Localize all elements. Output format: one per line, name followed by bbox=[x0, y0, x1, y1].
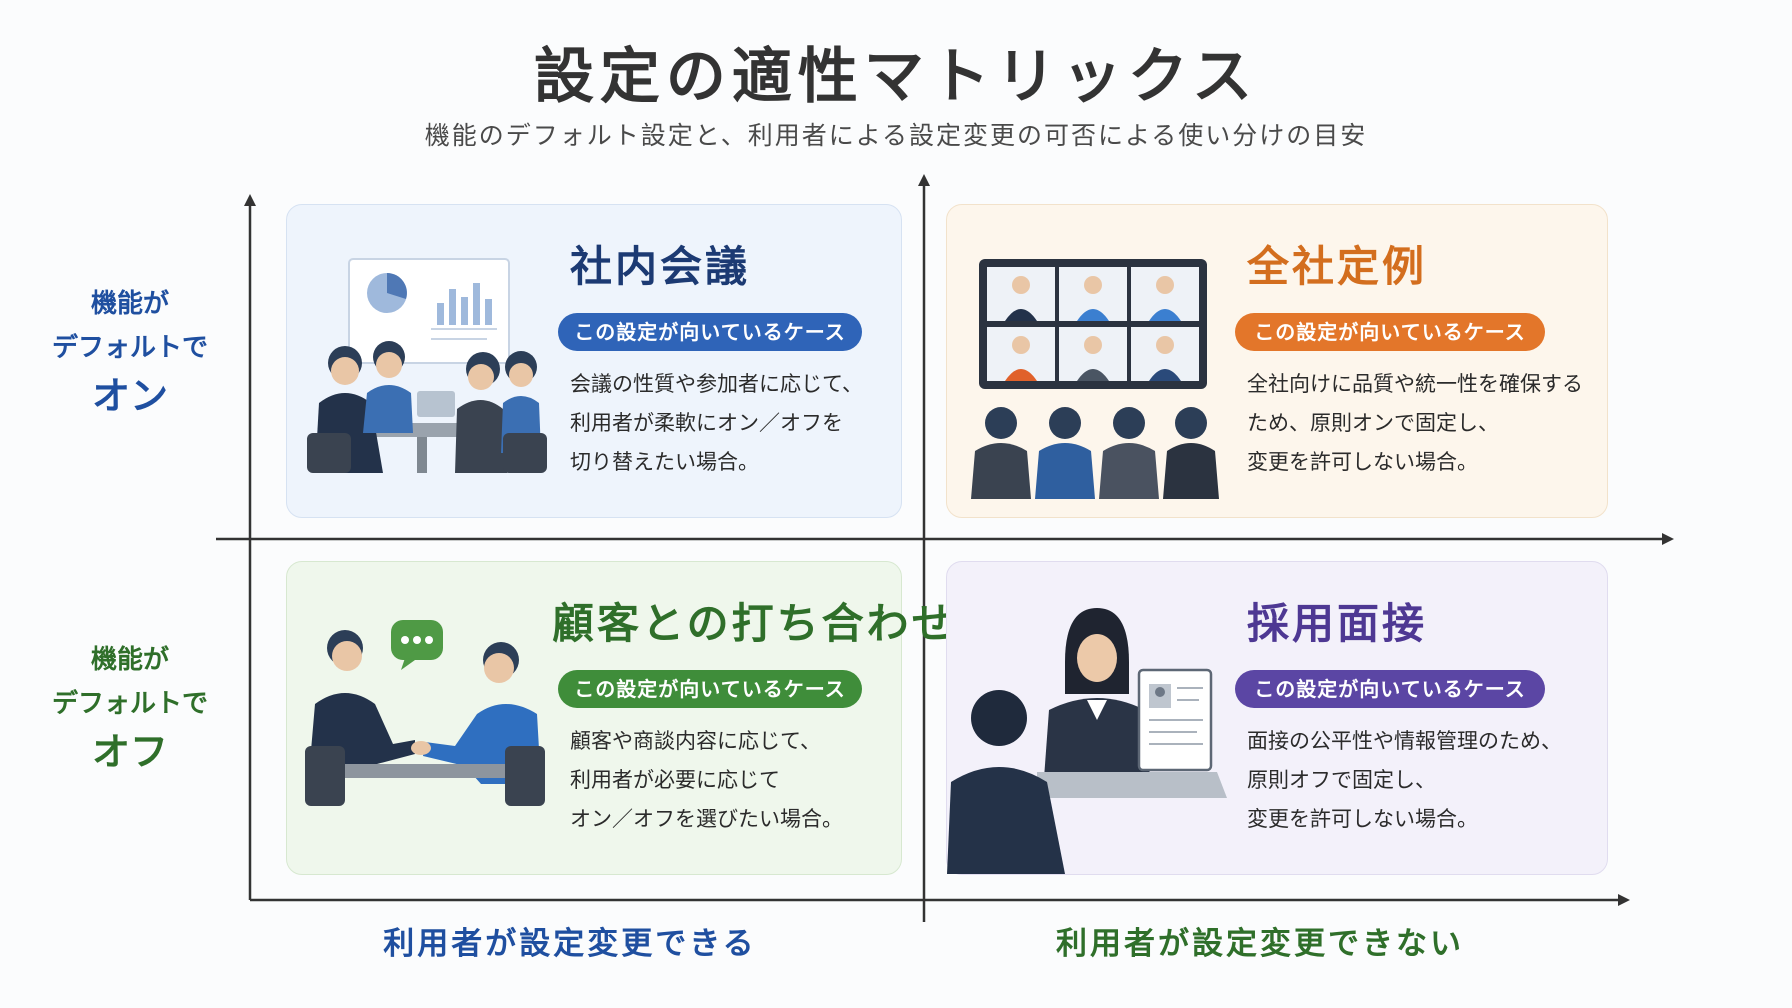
case-tag: この設定が向いているケース bbox=[558, 670, 862, 708]
quadrant-title: 全社定例 bbox=[1247, 242, 1428, 291]
description-line: 面接の公平性や情報管理のため、 bbox=[1247, 729, 1562, 753]
quadrant-description: 会議の性質や参加者に応じて、 利用者が柔軟にオン／オフを 切り替えたい場合。 bbox=[570, 365, 863, 482]
meeting-illustration-icon bbox=[307, 258, 547, 473]
quadrant-company-wide-meeting: 全社定例 この設定が向いているケース 全社向けに品質や統一性を確保する ため、原… bbox=[946, 204, 1608, 518]
quadrant-title: 採用面接 bbox=[1247, 599, 1428, 648]
description-line: 顧客や商談内容に応じて、 bbox=[570, 729, 821, 753]
y-axis-label-off: 機能が デフォルトで オフ bbox=[20, 638, 240, 776]
description-line: 変更を許可しない場合。 bbox=[1247, 807, 1478, 831]
x-axis-label-can-change: 利用者が設定変更できる bbox=[383, 926, 757, 962]
description-line: 原則オフで固定し、 bbox=[1247, 768, 1436, 792]
description-line: 全社向けに品質や統一性を確保する bbox=[1247, 372, 1583, 396]
y-label-on-line1: 機能が bbox=[90, 289, 169, 319]
y-label-off-line3: オフ bbox=[91, 730, 168, 774]
description-line: 切り替えたい場合。 bbox=[570, 450, 759, 474]
x-axis-label-cannot-change: 利用者が設定変更できない bbox=[1056, 926, 1464, 962]
page-title: 設定の適性マトリックス bbox=[533, 42, 1259, 112]
quadrant-job-interview: 採用面接 この設定が向いているケース 面接の公平性や情報管理のため、 原則オフで… bbox=[946, 561, 1608, 875]
case-tag: この設定が向いているケース bbox=[558, 313, 862, 351]
y-label-off-line2: デフォルトで bbox=[51, 689, 208, 719]
quadrant-title: 社内会議 bbox=[570, 242, 751, 291]
quadrant-description: 顧客や商談内容に応じて、 利用者が必要に応じて オン／オフを選びたい場合。 bbox=[570, 722, 843, 839]
quadrant-client-meeting: 顧客との打ち合わせ この設定が向いているケース 顧客や商談内容に応じて、 利用者… bbox=[286, 561, 954, 875]
description-line: ため、原則オンで固定し、 bbox=[1247, 411, 1499, 435]
quadrant-description: 面接の公平性や情報管理のため、 原則オフで固定し、 変更を許可しない場合。 bbox=[1247, 722, 1562, 839]
description-line: オン／オフを選びたい場合。 bbox=[570, 807, 843, 831]
handshake-illustration-icon bbox=[305, 620, 545, 806]
case-tag: この設定が向いているケース bbox=[1235, 670, 1545, 708]
quadrant-title: 顧客との打ち合わせ bbox=[552, 599, 957, 648]
interview-illustration-icon bbox=[947, 608, 1227, 874]
quadrant-internal-meeting: 社内会議 この設定が向いているケース 会議の性質や参加者に応じて、 利用者が柔軟… bbox=[286, 204, 902, 518]
description-line: 変更を許可しない場合。 bbox=[1247, 450, 1478, 474]
description-line: 利用者が柔軟にオン／オフを bbox=[570, 411, 843, 435]
quadrant-description: 全社向けに品質や統一性を確保する ため、原則オンで固定し、 変更を許可しない場合… bbox=[1247, 365, 1583, 482]
page-subtitle: 機能のデフォルト設定と、利用者による設定変更の可否による使い分けの目安 bbox=[424, 121, 1368, 150]
video-conference-illustration-icon bbox=[971, 259, 1219, 499]
y-label-on-line3: オン bbox=[91, 374, 168, 418]
case-tag: この設定が向いているケース bbox=[1235, 313, 1545, 351]
description-line: 会議の性質や参加者に応じて、 bbox=[570, 372, 863, 396]
y-label-on-line2: デフォルトで bbox=[51, 333, 208, 363]
y-label-off-line1: 機能が bbox=[90, 645, 169, 675]
y-axis-label-on: 機能が デフォルトで オン bbox=[20, 282, 240, 420]
description-line: 利用者が必要に応じて bbox=[570, 768, 780, 792]
